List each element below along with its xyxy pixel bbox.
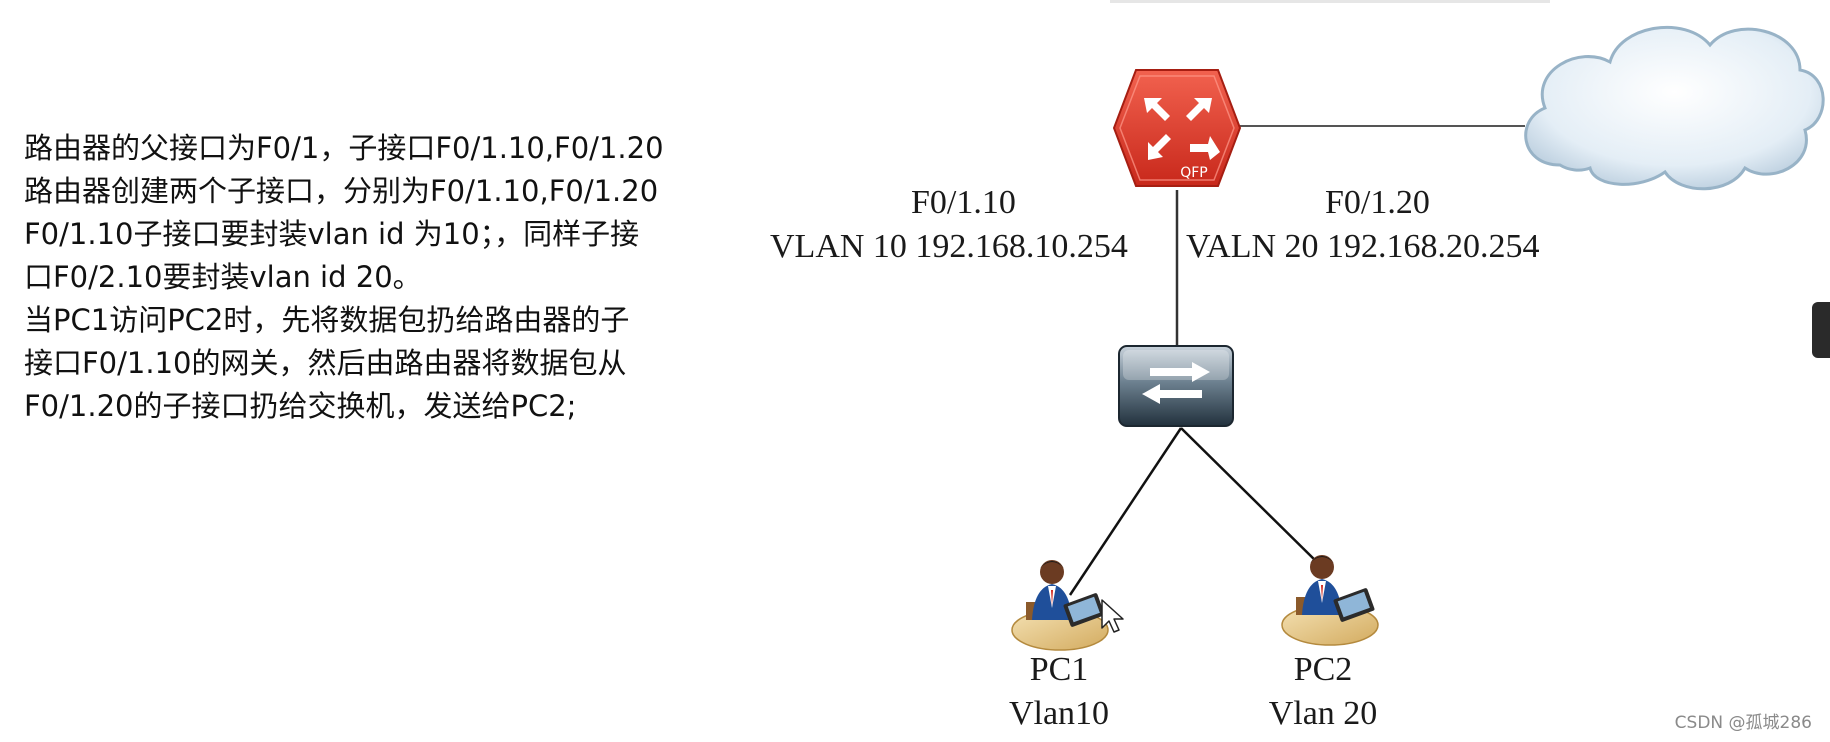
switch-icon[interactable] [1118, 345, 1234, 427]
router-icon[interactable]: QFP [1112, 69, 1242, 187]
top-strip [1110, 0, 1550, 3]
description-line: 口F0/2.10要封装vlan id 20。 [24, 260, 422, 294]
description-line: F0/1.10子接口要封装vlan id 为10；，同样子接 [24, 217, 640, 251]
description-line: 路由器创建两个子接口，分别为F0/1.10,F0/1.20 [24, 174, 659, 208]
interface-right-detail: VALN 20 192.168.20.254 [1186, 228, 1540, 265]
pc2-icon[interactable] [1281, 555, 1379, 646]
description-line: 接口F0/1.10的网关，然后由路由器将数据包从 [24, 346, 627, 380]
description-line: 路由器的父接口为F0/1，子接口F0/1.10,F0/1.20 [24, 131, 664, 165]
link-switch-pc2 [1180, 427, 1323, 568]
side-tab[interactable] [1812, 302, 1830, 358]
interface-left-detail: VLAN 10 192.168.10.254 [770, 228, 1128, 265]
pc1-icon[interactable] [1011, 560, 1109, 651]
interface-right-name: F0/1.20 [1325, 184, 1430, 221]
pc1-name: PC1 [1030, 651, 1089, 688]
pc2-vlan: Vlan 20 [1269, 695, 1378, 732]
watermark: CSDN @孤城286 [1675, 713, 1812, 733]
description-text: 路由器的父接口为F0/1，子接口F0/1.10,F0/1.20 路由器创建两个子… [24, 127, 794, 428]
pc2-name: PC2 [1294, 651, 1353, 688]
link-switch-pc1 [1068, 427, 1183, 596]
interface-left-name: F0/1.10 [911, 184, 1016, 221]
mouse-cursor-icon [1101, 599, 1124, 633]
description-line: 当PC1访问PC2时，先将数据包扔给路由器的子 [24, 303, 630, 337]
description-line: F0/1.20的子接口扔给交换机，发送给PC2; [24, 389, 577, 423]
pc1-vlan: Vlan10 [1009, 695, 1109, 732]
links [1068, 125, 1525, 596]
router-badge: QFP [1180, 165, 1208, 181]
cloud-icon [1524, 25, 1825, 191]
